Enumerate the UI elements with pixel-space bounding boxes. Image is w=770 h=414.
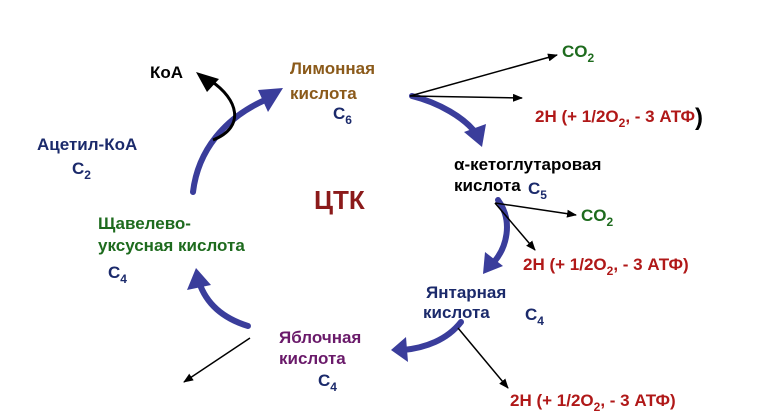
h-product-close: ) <box>695 104 703 131</box>
carbon-subscript: 2 <box>84 168 91 182</box>
malic-line2: кислота <box>279 349 346 368</box>
acetyl-coa-carbon: C2 <box>72 159 91 181</box>
carbon-subscript: 4 <box>120 272 127 286</box>
carbon-subscript: 4 <box>537 314 544 328</box>
co2-arrow-2 <box>494 202 577 218</box>
h-product-sub: 2 <box>593 400 601 414</box>
malic-carbon: C4 <box>318 371 337 393</box>
carbon-symbol: C <box>108 263 121 282</box>
akg-line1: α-кетоглутаровая <box>454 155 602 174</box>
malic-line1: Яблочная <box>279 328 362 347</box>
h-product-sub: 2 <box>606 264 614 278</box>
carbon-symbol: C <box>525 305 538 324</box>
h-product-post: , - 3 АТФ <box>625 107 695 126</box>
tca-cycle-diagram <box>183 53 577 389</box>
cycle-arrow-citrate-to-akg <box>409 93 478 135</box>
h-arrow-2 <box>494 202 536 251</box>
h-product-post: , - 3 АТФ) <box>613 255 689 274</box>
cycle-arrow-malate-to-oxaloacetate <box>196 279 251 329</box>
acetyl-coa-label: Ацетил-КоА <box>37 135 138 154</box>
h-product-pre: 2H (+ 1/2O <box>535 107 619 126</box>
succinic-line1: Янтарная <box>426 283 507 302</box>
h-arrow-3 <box>457 327 509 389</box>
cycle-arrowhead-oxaloacetate <box>187 268 211 290</box>
co2-product-1: CO2 <box>562 42 594 64</box>
oxaloacetic-line2: уксусная кислота <box>98 236 245 255</box>
carbon-symbol: C <box>528 179 541 198</box>
cycle-arrow-oxaloacetate-to-citrate <box>190 97 268 195</box>
cycle-arrowhead-succinate <box>483 252 503 274</box>
succinic-carbon: C4 <box>525 305 544 327</box>
succinic-line2: кислота <box>423 303 490 322</box>
carbon-symbol: C <box>333 104 346 123</box>
co2-product-2: CO2 <box>581 206 613 228</box>
h-arrow-1 <box>409 93 523 102</box>
h-product-post: , - 3 АТФ) <box>600 391 676 410</box>
akg-line2: кислота <box>454 176 521 195</box>
cycle-arrowheads <box>187 88 503 362</box>
citric-acid-line1: Лимонная <box>290 59 376 78</box>
cycle-arrowhead-akg <box>464 124 486 147</box>
koa-release-arrow <box>210 79 236 142</box>
co2-text: CO <box>562 42 588 61</box>
co2-text: CO <box>581 206 607 225</box>
carbon-symbol: C <box>318 371 331 390</box>
h-product-sub: 2 <box>618 116 626 130</box>
akg-carbon: C5 <box>528 179 547 201</box>
citric-acid-line2: кислота <box>290 84 357 103</box>
h-product-pre: 2H (+ 1/2O <box>523 255 607 274</box>
carbon-subscript: 6 <box>345 113 352 127</box>
cycle-arrowhead-malate <box>391 337 408 362</box>
product-arrows <box>183 53 577 389</box>
h-product-pre: 2H (+ 1/2O <box>510 391 594 410</box>
cycle-center-label: ЦТК <box>314 185 365 215</box>
koa-release-arrowhead <box>196 72 219 92</box>
cycle-arrow-succinate-to-malate <box>400 319 464 353</box>
co2-subscript: 2 <box>587 51 595 65</box>
malate-side-arrow <box>183 337 251 383</box>
oxaloacetic-line1: Щавелево- <box>98 214 191 233</box>
cycle-arrow-akg-to-succinate <box>491 197 510 265</box>
cycle-arrows <box>190 93 510 353</box>
carbon-subscript: 5 <box>540 188 547 202</box>
oxaloacetic-carbon: C4 <box>108 263 127 285</box>
carbon-symbol: C <box>72 159 85 178</box>
h-product-3: 2H (+ 1/2O2, - 3 АТФ) <box>510 391 676 413</box>
h-product-2: 2H (+ 1/2O2, - 3 АТФ) <box>523 255 689 277</box>
co2-subscript: 2 <box>606 215 614 229</box>
koa-label: КоА <box>150 63 184 82</box>
co2-arrow-1 <box>409 53 558 97</box>
cycle-arrowhead-citrate <box>258 88 283 112</box>
carbon-subscript: 4 <box>330 380 337 394</box>
h-product-1: 2H (+ 1/2O2, - 3 АТФ) <box>535 103 703 130</box>
citric-acid-carbon: C6 <box>333 104 352 126</box>
